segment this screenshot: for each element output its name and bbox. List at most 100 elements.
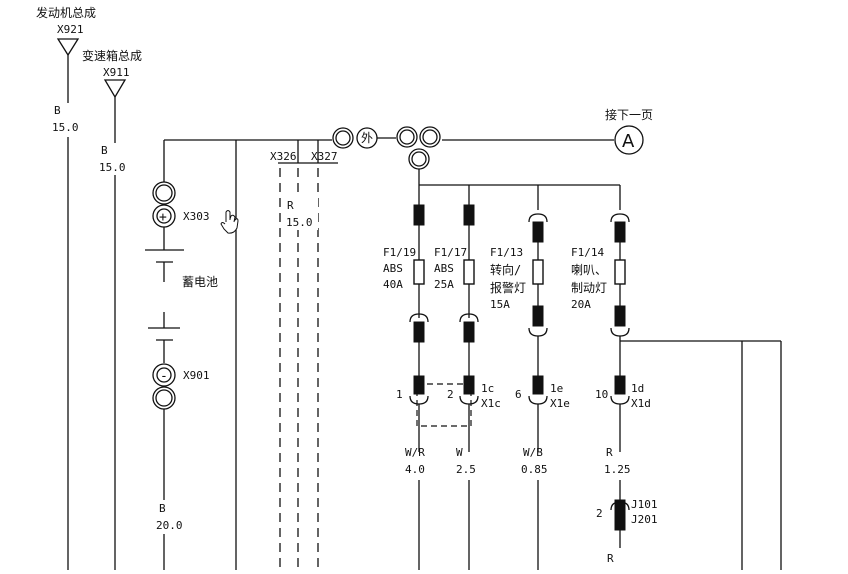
fuse-4-id: F1/14 [571, 246, 604, 259]
battery-plus-connector-inner [155, 184, 173, 202]
battery-ground-wire-gap [148, 500, 188, 534]
fuse-4-wire-color: R [606, 446, 613, 459]
fuse-3-rating: 15A [490, 298, 510, 311]
outer-connector-symbol: 外 [361, 131, 373, 145]
battery-minus-connector-label: X901 [183, 369, 210, 382]
battery-label: 蓄电池 [182, 275, 218, 289]
fuse-4-pin: 10 [595, 388, 608, 401]
gearbox-ground-wire-gap [96, 143, 132, 175]
fuse-4-line2: 制动灯 [571, 281, 607, 295]
gearbox-assembly-label: 变速箱总成 [82, 48, 142, 63]
fuse-3-pin-code: 1e [550, 382, 563, 395]
battery-minus-connector-inner [155, 389, 173, 407]
battery-plus-symbol: + [159, 210, 167, 225]
junction-pin-number: 2 [596, 507, 603, 520]
next-page-symbol: A [622, 131, 635, 152]
fuse-3-wire-size: 0.85 [521, 463, 548, 476]
battery-plus-connector-circle [152, 181, 176, 205]
connector-pin [463, 204, 475, 226]
next-page-label: 接下一页 [605, 107, 653, 122]
fuse-2-line1: ABS [434, 262, 454, 275]
junction-wire-color: R [607, 552, 614, 565]
fuse-3-line2: 报警灯 [490, 280, 526, 295]
fuse-branch-f1-19 [409, 185, 429, 570]
socket-arc [459, 395, 479, 405]
connector-pin [532, 375, 544, 395]
connector-pin [463, 321, 475, 343]
socket-arc [528, 213, 548, 223]
fuse-3-wire-color: W/B [523, 446, 543, 459]
next-page-marker[interactable] [614, 125, 644, 155]
fuse-2-wire-gap [454, 452, 484, 480]
hand-cursor-icon [220, 210, 239, 234]
socket-arc [409, 395, 429, 405]
junction-bottom-label: J201 [631, 513, 658, 526]
splice-circle-1-inner [335, 130, 351, 146]
connector-pin [532, 305, 544, 327]
fuse-4-wire-gap [600, 452, 636, 480]
battery-wire-color: B [159, 502, 166, 515]
connector-pin [413, 321, 425, 343]
connector-x326-label: X326 [270, 150, 297, 163]
fuse-4-rating: 20A [571, 298, 591, 311]
splice-circle-3 [419, 126, 441, 148]
splice-circle-2 [396, 126, 418, 148]
connector-pin [413, 375, 425, 395]
fuse-3-line1: 转向/ [490, 262, 521, 277]
engine-assembly-label: 发动机总成 [36, 5, 96, 20]
fuse-2-id: F1/17 [434, 246, 467, 259]
splice-circle-3-inner [422, 129, 438, 145]
fuse-symbol [532, 259, 544, 285]
fuse-4-wire-size: 1.25 [604, 463, 631, 476]
socket-arc [528, 395, 548, 405]
dashed-wire-color: R [287, 199, 294, 212]
dashed-wire-size: 15.0 [286, 216, 313, 229]
socket-arc [610, 395, 630, 405]
fuse-1-rating: 40A [383, 278, 403, 291]
gearbox-ground-wire-size: 15.0 [99, 161, 126, 174]
socket-arc [409, 313, 429, 323]
fuse-branch-f1-14 [610, 185, 630, 548]
fuse-4-pin-code: 1d [631, 382, 644, 395]
engine-ground-wire-color: B [54, 104, 61, 117]
splice-circle-1 [332, 127, 354, 149]
gearbox-connector-label: X911 [103, 66, 130, 79]
battery-plus-terminal-inner [156, 208, 172, 224]
fuse-1-wire-gap [404, 452, 434, 480]
battery-plus-connector-label: X303 [183, 210, 210, 223]
socket-arc [459, 313, 479, 323]
fuse-symbol [463, 259, 475, 285]
socket-arc [528, 327, 548, 337]
fuse-3-pin: 6 [515, 388, 522, 401]
connector-pin [532, 221, 544, 243]
fuse-branch-f1-13 [528, 185, 548, 570]
connector-pin [614, 305, 626, 327]
fuse-2-pin-code: 1c [481, 382, 494, 395]
socket-arc [610, 327, 630, 337]
engine-ground-wire-size: 15.0 [52, 121, 79, 134]
battery-minus-terminal-inner [156, 367, 172, 383]
splice-circle-4-inner [411, 151, 427, 167]
socket-arc [610, 213, 630, 223]
engine-ground-triangle [56, 38, 80, 57]
socket-arc [610, 501, 630, 511]
fuse-branch-f1-17 [459, 185, 479, 570]
connector-x327-label: X327 [311, 150, 338, 163]
battery-wire-size: 20.0 [156, 519, 183, 532]
fuse-1-wire-color: W/R [405, 446, 425, 459]
battery-minus-terminal [152, 363, 176, 387]
gearbox-ground-wire-color: B [101, 144, 108, 157]
fuse-2-wire-size: 2.5 [456, 463, 476, 476]
fuse-1-line1: ABS [383, 262, 403, 275]
gearbox-ground-triangle [103, 79, 127, 99]
battery-minus-symbol: - [160, 369, 168, 384]
fuse-2-wire-color: W [456, 446, 463, 459]
engine-connector-label: X921 [57, 23, 84, 36]
splice-circle-2-inner [399, 129, 415, 145]
fuse-2-connector: X1c [481, 397, 501, 410]
fuse-3-connector: X1e [550, 397, 570, 410]
fuse-symbol [413, 259, 425, 285]
fuse-1-pin: 1 [396, 388, 403, 401]
junction-top-label: J101 [631, 498, 658, 511]
